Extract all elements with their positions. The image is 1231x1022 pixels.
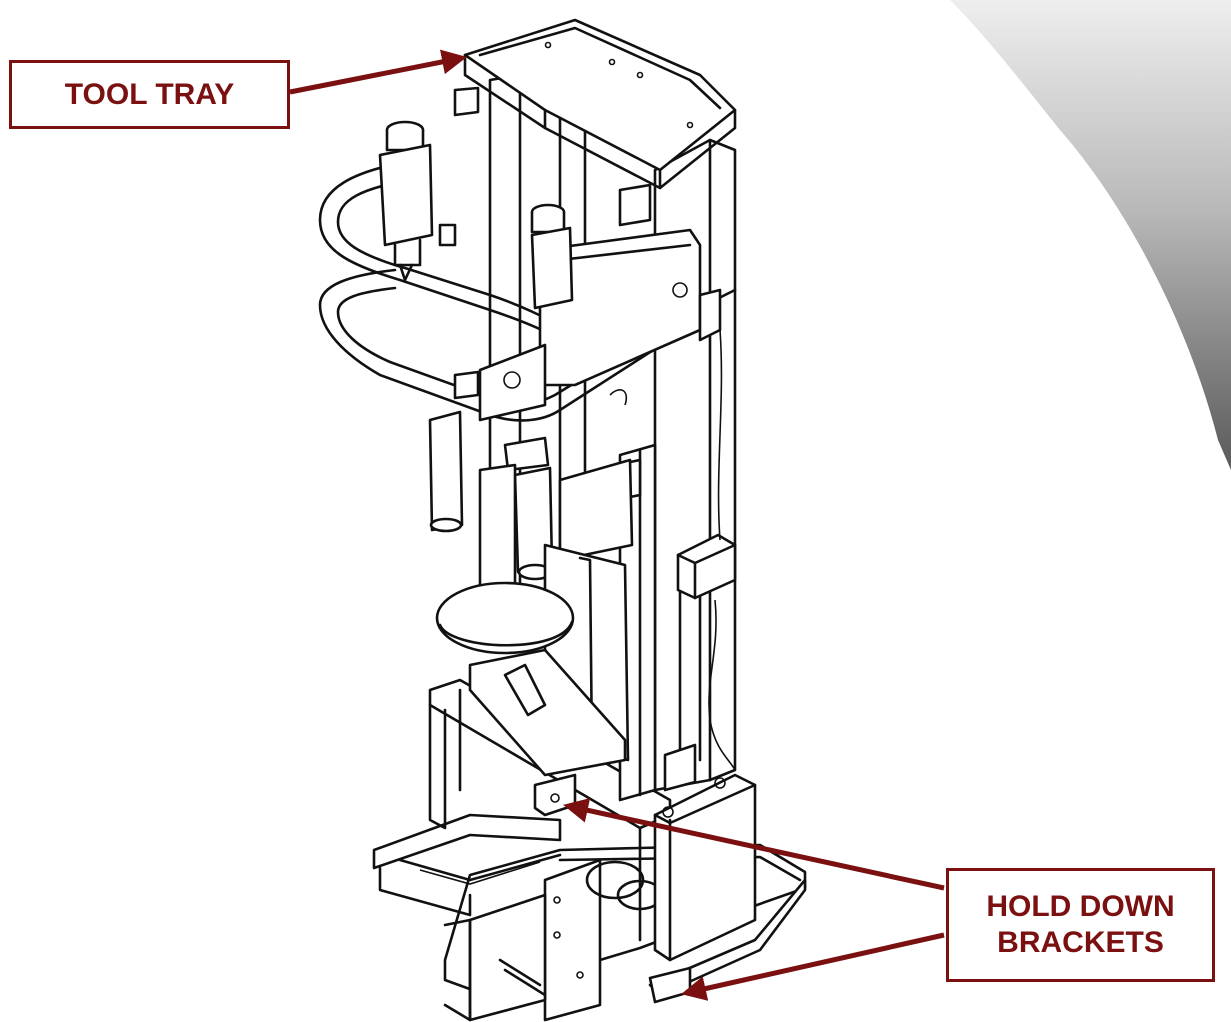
hold-down-bracket-upper: [533, 773, 577, 817]
hold-down-bracket-lower: [648, 966, 692, 1004]
round-plate: [435, 581, 575, 655]
tool-tray-label: TOOL TRAY: [9, 60, 290, 129]
callout-arrows: [289, 49, 945, 1001]
cables: [609, 329, 736, 771]
hold-down-brackets-label: HOLD DOWN BRACKETS: [946, 868, 1215, 982]
upper-left-cylinder: [378, 120, 457, 282]
tool-tray: [463, 18, 737, 190]
actuator-body: [468, 543, 630, 777]
background-swoosh: [950, 0, 1231, 470]
lower-bracket-arrow: [681, 932, 945, 1001]
tool-tray-arrow: [289, 49, 467, 95]
upper-center-cylinder: [453, 86, 652, 310]
hold-down-label-line2: BRACKETS: [997, 926, 1164, 959]
lower-left-cylinders: [428, 370, 642, 612]
hold-down-label-line1: HOLD DOWN: [986, 890, 1175, 923]
tool-tray-label-text: TOOL TRAY: [64, 77, 235, 111]
upper-bracket-arrow: [563, 798, 945, 891]
upper-arm-assembly: [318, 158, 722, 422]
